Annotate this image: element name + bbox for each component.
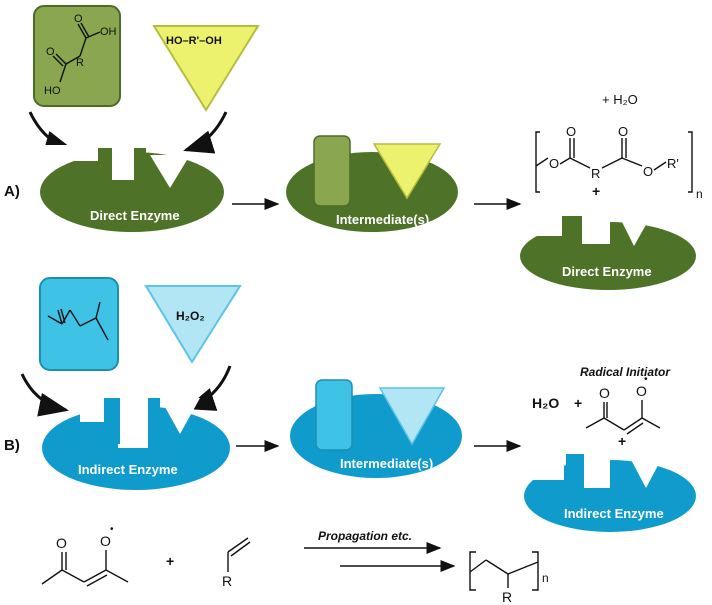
water-b: H₂O	[532, 395, 559, 411]
section-a-label: A)	[4, 183, 20, 200]
radical-structure-b	[585, 400, 661, 435]
intermediate-a	[286, 135, 458, 232]
polymer-r: R	[502, 589, 512, 605]
indirect-enzyme	[42, 398, 230, 490]
indirect-enzyme-product-label: Indirect Enzyme	[564, 506, 664, 521]
indirect-enzyme-label: Indirect Enzyme	[78, 462, 178, 477]
polyester-o3: O	[618, 124, 628, 139]
direct-enzyme	[40, 145, 224, 232]
section-b-label: B)	[4, 437, 20, 454]
curved-arrow-left-b	[20, 373, 69, 417]
h2o2-triangle	[144, 285, 242, 364]
direct-enzyme-product	[510, 212, 696, 290]
section-b: B) O H₂O₂ Indirect Enzyme	[4, 277, 696, 532]
curved-arrow-left-a	[28, 111, 75, 155]
radical-b-o2: O	[636, 383, 647, 399]
propagation-o2: O	[100, 533, 111, 549]
h2o2-label: H₂O₂	[176, 309, 205, 323]
radical-b-dot: •	[644, 374, 648, 385]
direct-enzyme-product-label: Direct Enzyme	[562, 264, 652, 279]
polyester-r: R	[591, 166, 600, 181]
water-product-a: + H₂O	[602, 92, 638, 107]
propagation-dot: •	[110, 524, 114, 535]
diacid-r-label: R	[76, 57, 84, 69]
radical-b-o1: O	[599, 385, 610, 401]
diol-label: HO–R'–OH	[166, 35, 222, 47]
curved-arrow-right-a	[183, 111, 228, 154]
plus-b-1: +	[574, 395, 582, 411]
intermediate-a-label: Intermediate(s)	[336, 212, 429, 227]
polyester-o1: O	[549, 156, 559, 171]
polymer-structure	[469, 551, 539, 591]
plus-a: +	[592, 183, 600, 199]
diacid-oh-label: OH	[100, 26, 117, 38]
polyester-o4: O	[643, 164, 653, 179]
radical-initiator-label: Radical Initiator	[580, 365, 671, 379]
polyester-r-prime: R'	[667, 156, 679, 171]
diacid-structure	[52, 22, 101, 83]
propagation-arrow-label: Propagation etc.	[318, 529, 412, 543]
monomer-structure	[227, 537, 251, 572]
propagation-o1: O	[56, 535, 67, 551]
diacid-box	[33, 5, 121, 107]
diacid-ho-label: HO	[44, 85, 61, 97]
indirect-enzyme-product	[520, 452, 696, 532]
polyester-o2: O	[566, 124, 576, 139]
polymer-n: n	[542, 571, 549, 585]
propagation-row: O O • + R Propagation etc. R n	[41, 524, 549, 605]
plus-b-2: +	[618, 433, 626, 449]
diacid-o-left-label: O	[46, 46, 55, 58]
intermediate-b-box	[315, 379, 353, 451]
direct-enzyme-label: Direct Enzyme	[90, 208, 180, 223]
propagation-radical-structure	[41, 550, 129, 587]
intermediate-b-label: Intermediate(s)	[340, 456, 433, 471]
section-a: A) OH O O HO R HO–R'–OH	[4, 5, 703, 290]
propagation-plus: +	[166, 553, 174, 569]
intermediate-b-triangle	[378, 387, 446, 446]
polyester-structure	[535, 131, 693, 193]
polyester-n: n	[696, 187, 703, 201]
intermediate-a-triangle	[372, 143, 442, 200]
diacid-o-top-label: O	[74, 13, 83, 25]
monomer-r: R	[222, 573, 232, 589]
diol-triangle	[152, 25, 260, 112]
intermediate-b	[290, 379, 462, 478]
intermediate-a-box	[313, 135, 351, 207]
acac-structure	[47, 301, 109, 341]
